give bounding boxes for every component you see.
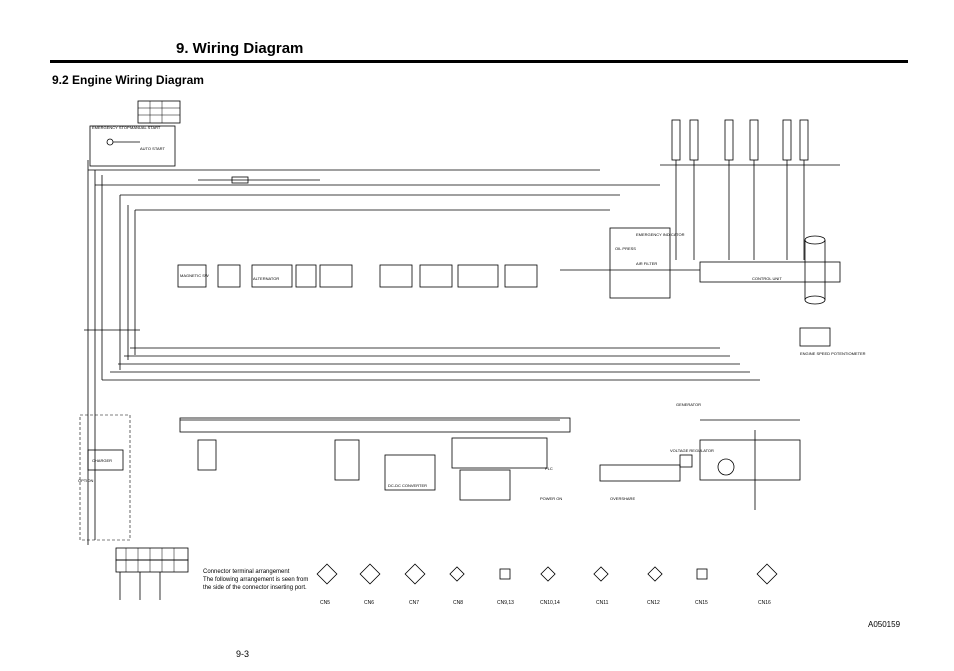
option-label: OPTION	[78, 478, 93, 483]
connector-label: CN12	[647, 600, 660, 606]
connector-label: CN8	[453, 600, 463, 606]
overshare-label: OVERSHARE	[610, 496, 635, 501]
connector-label: CN16	[758, 600, 771, 606]
legend-line-3: the side of the connector inserting port…	[203, 585, 307, 591]
control-unit-label: CONTROL UNIT	[752, 276, 782, 281]
connector-label: CN15	[695, 600, 708, 606]
emergency-stop-label: EMERGENCY STOP	[92, 125, 130, 130]
connector-label: CN6	[364, 600, 374, 606]
option-block: CHARGER OPTION	[78, 414, 131, 541]
connector-label: CN5	[320, 600, 330, 606]
connector-label: CN9,13	[497, 600, 514, 606]
control-unit: CONTROL UNIT	[560, 261, 841, 283]
legend-line-2: The following arrangement is seen from	[203, 577, 308, 583]
page-title: 9. Wiring Diagram	[176, 40, 304, 57]
start-switch-block: EMERGENCY STOP MANUAL START AUTO START	[89, 125, 176, 167]
manual-start-label: MANUAL START	[130, 125, 161, 130]
connector-drawings	[316, 563, 778, 585]
connector-labels: CN5 CN6 CN7 CN8 CN9,13 CN10,14 CN11 CN12…	[320, 600, 771, 606]
connector-label: CN7	[409, 600, 419, 606]
power-on-label: POWER ON	[540, 496, 562, 501]
fuse-line	[198, 176, 320, 184]
connector-legend: Connector terminal arrangement The follo…	[203, 569, 308, 591]
oil-press-label: OIL PRESS	[615, 246, 636, 251]
connector-label: CN11	[596, 600, 609, 606]
bus-wires	[84, 160, 760, 545]
air-filter-label: AIR FILTER	[636, 261, 657, 266]
upper-components: ALTERNATOR MAGNETIC SW	[177, 264, 538, 288]
speed-potentiometer: ENGINE SPEED POTENTIOMETER	[799, 235, 866, 356]
magnetic-sw-label: MAGNETIC SW	[180, 273, 209, 278]
plc-label: PLC	[545, 466, 553, 471]
bottom-fuse-panel	[115, 547, 189, 600]
alternator-label: ALTERNATOR	[253, 276, 279, 281]
generator-label: GENERATOR	[676, 402, 701, 407]
top-sensors	[660, 119, 840, 260]
indicator-column: EMERGENCY INDICATOR OIL PRESS AIR FILTER	[609, 227, 685, 299]
voltage-regulator-label: VOLTAGE REGULATOR	[670, 448, 714, 453]
section-title: 9.2 Engine Wiring Diagram	[52, 73, 204, 87]
page-number: 9-3	[236, 649, 250, 659]
image-code: A050159	[868, 620, 901, 629]
dc-converter-label: DC-DC CONVERTER	[388, 483, 427, 488]
title-rule	[50, 60, 908, 63]
engine-speed-pot-label: ENGINE SPEED POTENTIOMETER	[800, 351, 866, 356]
fuse-table	[137, 100, 181, 124]
legend-line-1: Connector terminal arrangement	[203, 569, 290, 575]
auto-start-label: AUTO START	[140, 146, 165, 151]
connector-label: CN10,14	[540, 600, 560, 606]
charger-label: CHARGER	[92, 458, 112, 463]
emergency-indicator-label: EMERGENCY INDICATOR	[636, 232, 685, 237]
lower-components: DC-DC CONVERTER PLC POWER ON OVERSHARE V…	[179, 402, 801, 510]
